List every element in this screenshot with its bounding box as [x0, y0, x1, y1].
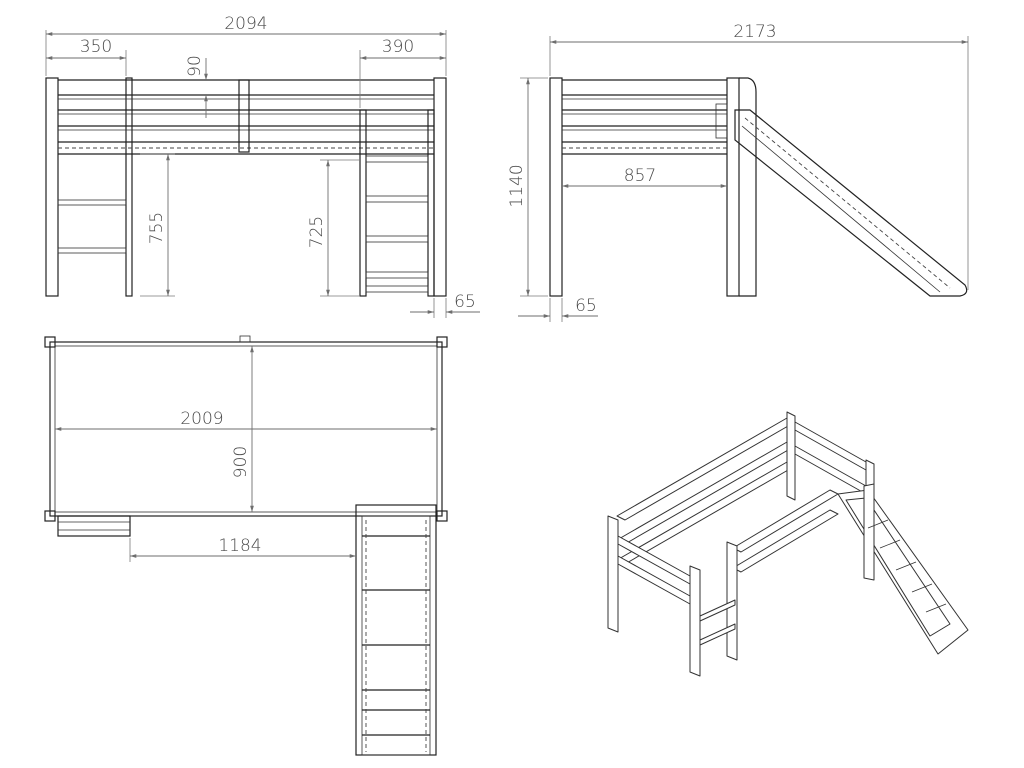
dim-front-post-width: 65 — [454, 292, 476, 312]
front-view: 2094 350 390 90 755 725 65 — [45, 14, 480, 318]
front-guard-rails — [58, 79, 434, 155]
top-right-slide — [355, 504, 437, 756]
dim-side-height: 1140 — [507, 164, 527, 207]
top-left-ladder — [57, 515, 131, 537]
side-guard-rails — [562, 79, 728, 155]
front-left-post — [45, 77, 59, 297]
isometric-view — [607, 411, 969, 677]
dim-side-underbed-width: 857 — [624, 166, 656, 186]
dim-front-right-height: 725 — [307, 216, 327, 248]
side-slide — [734, 109, 968, 297]
dim-top-depth: 900 — [231, 446, 251, 478]
front-right-post — [433, 77, 447, 297]
dim-front-total-width: 2094 — [224, 14, 267, 34]
dim-top-length: 2009 — [180, 409, 223, 429]
dim-top-ladder-offset: 1184 — [218, 536, 261, 556]
top-view: 2009 900 1184 — [44, 335, 448, 756]
dim-side-total-width: 2173 — [733, 22, 776, 42]
front-right-ladder — [359, 109, 435, 297]
side-view: 2173 1140 857 65 — [507, 22, 969, 322]
dim-front-rail-gap: 90 — [185, 55, 205, 77]
front-left-ladder-rail — [125, 77, 133, 297]
front-left-ladder-steps — [57, 199, 127, 254]
side-right-post — [739, 77, 757, 297]
front-center-bracket — [238, 79, 250, 153]
side-left-post — [549, 77, 563, 297]
dim-front-right-ladder: 390 — [382, 37, 414, 57]
side-mid-post — [726, 77, 740, 297]
dim-front-left-ladder: 350 — [80, 37, 112, 57]
dim-front-left-height: 755 — [147, 212, 167, 244]
dim-side-post-width: 65 — [575, 296, 597, 316]
